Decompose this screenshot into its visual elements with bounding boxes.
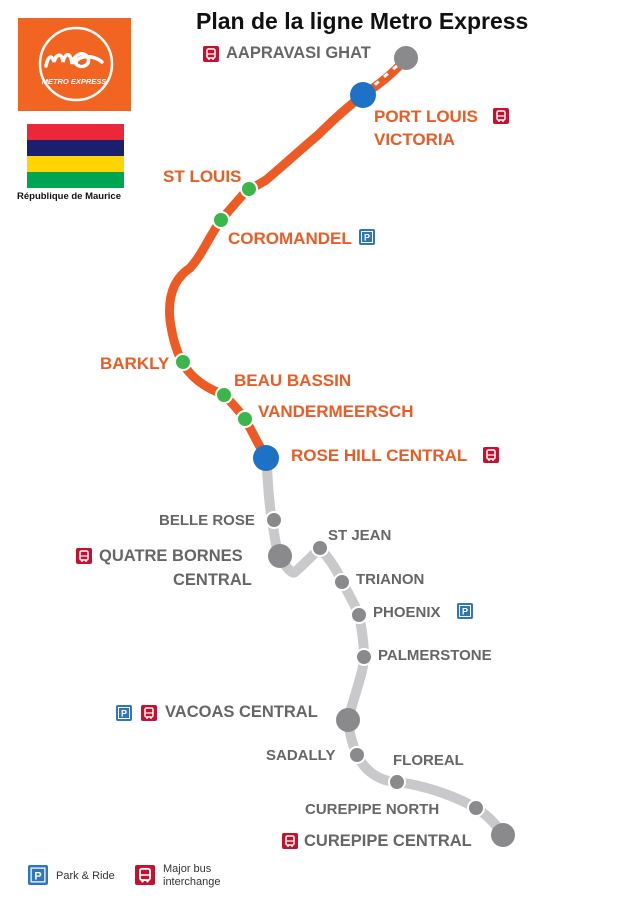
bus-interchange-icon xyxy=(493,108,509,124)
station-label-aapravasi-ghat[interactable]: AAPRAVASI GHAT xyxy=(226,44,371,62)
station-label-floreal[interactable]: FLOREAL xyxy=(393,752,464,769)
station-marker-st-louis[interactable] xyxy=(240,180,258,198)
line-dash-overlay xyxy=(362,56,407,97)
station-label-vandermeersch[interactable]: VANDERMEERSCH xyxy=(258,402,414,421)
station-marker-curepipe-central[interactable] xyxy=(491,823,515,847)
station-label-trianon[interactable]: TRIANON xyxy=(356,571,425,588)
flag-stripe-green xyxy=(27,172,124,188)
station-marker-aapravasi-ghat[interactable] xyxy=(394,46,418,70)
station-marker-coromandel[interactable] xyxy=(212,211,230,229)
station-label-st-jean[interactable]: ST JEAN xyxy=(328,527,392,544)
station-label-curepipe-north[interactable]: CUREPIPE NORTH xyxy=(305,801,440,818)
station-label-phoenix[interactable]: PHOENIX xyxy=(373,604,441,621)
station-marker-floreal[interactable] xyxy=(388,773,406,791)
svg-text:P: P xyxy=(121,709,127,719)
legend-bus-interchange-label-1: Major bus xyxy=(163,863,212,875)
station-marker-vandermeersch[interactable] xyxy=(236,410,254,428)
flag-stripe-blue xyxy=(27,140,124,156)
bus-interchange-icon xyxy=(483,447,499,463)
station-label-port-louis[interactable]: PORT LOUIS xyxy=(374,107,478,126)
legend-park-and-ride-label: Park & Ride xyxy=(56,870,115,882)
station-marker-quatre-bornes-central[interactable] xyxy=(268,544,292,568)
svg-text:P: P xyxy=(34,870,42,882)
bus-interchange-icon xyxy=(203,46,219,62)
station-label-sadally[interactable]: SADALLY xyxy=(266,747,336,764)
line-future-section xyxy=(261,452,508,839)
legend-bus-interchange-icon xyxy=(135,865,155,885)
station-marker-port-louis-victoria[interactable] xyxy=(350,82,376,108)
station-label-vacoas-central[interactable]: VACOAS CENTRAL xyxy=(165,703,318,721)
park-and-ride-icon: P xyxy=(116,705,132,721)
metro-express-logo: METRO EXPRESS xyxy=(18,18,131,111)
station-label-belle-rose[interactable]: BELLE ROSE xyxy=(159,512,255,529)
bus-interchange-icon xyxy=(76,548,92,564)
station-label-beau-bassin[interactable]: BEAU BASSIN xyxy=(234,371,352,390)
station-marker-barkly[interactable] xyxy=(174,353,192,371)
station-label-central[interactable]: CENTRAL xyxy=(173,571,252,589)
page-title: Plan de la ligne Metro Express xyxy=(196,8,529,34)
station-marker-vacoas-central[interactable] xyxy=(336,708,360,732)
line-active-section xyxy=(165,53,411,462)
station-label-rose-hill-central[interactable]: ROSE HILL CENTRAL xyxy=(291,446,468,465)
bus-interchange-icon xyxy=(141,705,157,721)
station-marker-trianon[interactable] xyxy=(333,573,351,591)
logo-mark: METRO EXPRESS xyxy=(38,26,114,102)
svg-text:P: P xyxy=(462,607,468,617)
bus-interchange-icon xyxy=(282,833,298,849)
station-marker-curepipe-north[interactable] xyxy=(467,799,485,817)
svg-text:P: P xyxy=(364,233,370,243)
station-marker-palmerstone[interactable] xyxy=(355,648,373,666)
park-and-ride-icon: P xyxy=(359,229,375,245)
mauritius-flag xyxy=(27,124,124,188)
flag-stripe-yellow xyxy=(27,156,124,172)
legend-park-and-ride-icon: P xyxy=(28,865,48,885)
flag-stripe-red xyxy=(27,124,124,140)
station-label-coromandel[interactable]: COROMANDEL xyxy=(228,229,352,248)
station-marker-rose-hill-central[interactable] xyxy=(253,445,279,471)
station-marker-beau-bassin[interactable] xyxy=(215,386,233,404)
station-marker-st-jean[interactable] xyxy=(311,539,329,557)
station-marker-sadally[interactable] xyxy=(348,746,366,764)
station-label-curepipe-central[interactable]: CUREPIPE CENTRAL xyxy=(304,832,472,850)
station-label-barkly[interactable]: BARKLY xyxy=(100,354,170,373)
station-marker-belle-rose[interactable] xyxy=(265,511,283,529)
station-label-victoria[interactable]: VICTORIA xyxy=(374,130,455,149)
station-label-quatre-bornes[interactable]: QUATRE BORNES xyxy=(99,547,243,565)
legend-bus-interchange-label-2: interchange xyxy=(163,876,221,888)
logo-text: METRO EXPRESS xyxy=(42,77,107,86)
flag-caption: République de Maurice xyxy=(17,191,121,202)
station-marker-phoenix[interactable] xyxy=(350,606,368,624)
station-label-palmerstone[interactable]: PALMERSTONE xyxy=(378,647,492,664)
station-label-st-louis[interactable]: ST LOUIS xyxy=(163,167,242,186)
park-and-ride-icon: P xyxy=(457,603,473,619)
